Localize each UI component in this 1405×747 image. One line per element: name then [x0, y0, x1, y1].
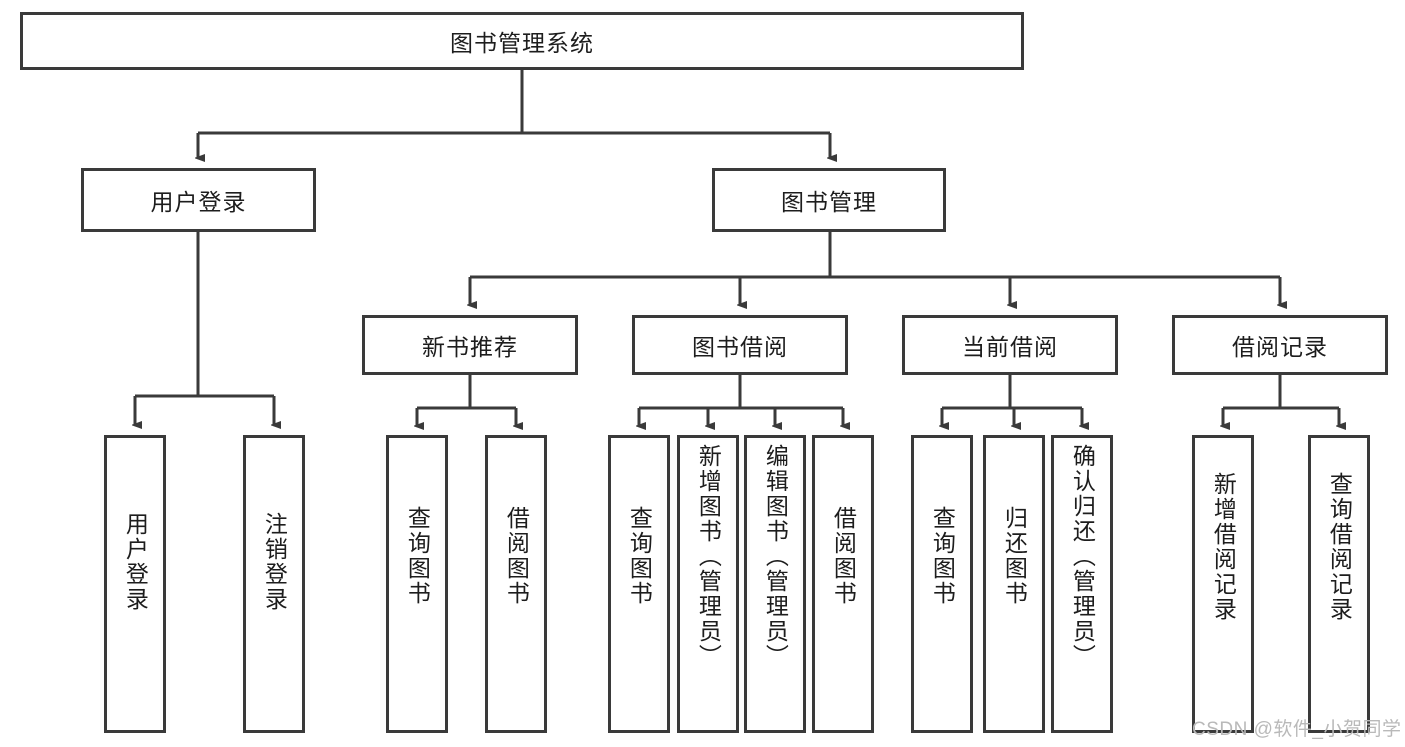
node-user-login-label: 用户登录	[150, 189, 247, 215]
node-leaf-confirm-return-admin-label: 确认归还（管理员）	[1069, 444, 1096, 669]
node-leaf-query-book-recommend[interactable]: 查询图书	[386, 435, 448, 733]
watermark-text: CSDN @软件_小贺同学	[1192, 719, 1402, 740]
node-current-borrow[interactable]: 当前借阅	[902, 315, 1118, 375]
node-leaf-query-book-current[interactable]: 查询图书	[911, 435, 973, 733]
node-leaf-edit-book-admin[interactable]: 编辑图书（管理员）	[744, 435, 806, 733]
node-leaf-logout[interactable]: 注销登录	[243, 435, 305, 733]
node-leaf-query-borrow-record-label: 查询借阅记录	[1326, 472, 1353, 622]
node-leaf-borrow-book-recommend[interactable]: 借阅图书	[485, 435, 547, 733]
node-leaf-borrow-book-label: 借阅图书	[830, 506, 857, 606]
node-leaf-query-book-recommend-label: 查询图书	[404, 506, 431, 606]
node-new-book-recommend-label: 新书推荐	[422, 334, 518, 360]
node-borrow-record[interactable]: 借阅记录	[1172, 315, 1388, 375]
node-new-book-recommend[interactable]: 新书推荐	[362, 315, 578, 375]
node-leaf-query-book-current-label: 查询图书	[929, 506, 956, 606]
node-leaf-add-book-admin-label: 新增图书（管理员）	[695, 444, 722, 669]
node-leaf-return-book[interactable]: 归还图书	[983, 435, 1045, 733]
node-leaf-add-borrow-record[interactable]: 新增借阅记录	[1192, 435, 1254, 733]
node-current-borrow-label: 当前借阅	[962, 334, 1058, 360]
node-book-borrow-label: 图书借阅	[692, 334, 788, 360]
node-leaf-edit-book-admin-label: 编辑图书（管理员）	[762, 444, 789, 669]
node-book-management[interactable]: 图书管理	[712, 168, 946, 232]
node-book-management-label: 图书管理	[781, 189, 877, 215]
node-leaf-user-login[interactable]: 用户登录	[104, 435, 166, 733]
node-leaf-add-borrow-record-label: 新增借阅记录	[1210, 472, 1237, 622]
node-leaf-add-book-admin[interactable]: 新增图书（管理员）	[677, 435, 739, 733]
node-leaf-return-book-label: 归还图书	[1001, 506, 1028, 606]
node-root-label: 图书管理系统	[450, 30, 594, 56]
node-root[interactable]: 图书管理系统	[20, 12, 1024, 70]
node-leaf-borrow-book-recommend-label: 借阅图书	[503, 506, 530, 606]
node-leaf-query-book-label: 查询图书	[626, 506, 653, 606]
node-leaf-query-borrow-record[interactable]: 查询借阅记录	[1308, 435, 1370, 733]
node-leaf-logout-label: 注销登录	[261, 512, 288, 612]
node-borrow-record-label: 借阅记录	[1232, 334, 1328, 360]
node-book-borrow[interactable]: 图书借阅	[632, 315, 848, 375]
node-leaf-confirm-return-admin[interactable]: 确认归还（管理员）	[1051, 435, 1113, 733]
node-user-login[interactable]: 用户登录	[81, 168, 316, 232]
node-leaf-borrow-book[interactable]: 借阅图书	[812, 435, 874, 733]
node-leaf-query-book[interactable]: 查询图书	[608, 435, 670, 733]
node-leaf-user-login-label: 用户登录	[122, 512, 149, 612]
